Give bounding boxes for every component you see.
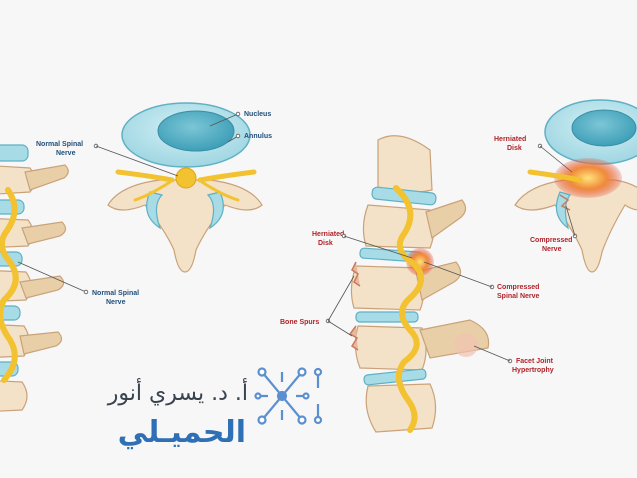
author-logo: أ. د. يسري أنور الحميـلي [107, 367, 323, 450]
label-compressed-nerve: Compressed Nerve [530, 205, 578, 253]
label-normal-spinal-nerve-side: Normal Spinal Nerve [17, 261, 139, 306]
label-normal-spinal-nerve-top: Normal Spinal Nerve [36, 141, 179, 177]
label-facet-joint-hypertrophy: Facet Joint Hypertrophy [473, 345, 554, 374]
svg-text:Nerve: Nerve [56, 150, 76, 157]
svg-text:Normal Spinal: Normal Spinal [36, 141, 83, 148]
svg-text:Facet Joint: Facet Joint [516, 358, 554, 365]
svg-text:Spinal Nerve: Spinal Nerve [497, 293, 540, 300]
label-compressed-spinal-nerve: Compressed Spinal Nerve [423, 261, 540, 300]
svg-text:Nucleus: Nucleus [244, 111, 271, 118]
normal-vertebra-top-view [107, 102, 263, 273]
svg-text:Disk: Disk [507, 145, 522, 152]
svg-text:Annulus: Annulus [244, 133, 272, 140]
svg-text:Nerve: Nerve [106, 299, 126, 306]
network-logo-icon [254, 367, 323, 425]
degenerated-spine-side-view [348, 135, 490, 433]
svg-text:Disk: Disk [318, 240, 333, 247]
label-nucleus: Nucleus [209, 111, 271, 127]
svg-text:Compressed: Compressed [497, 284, 539, 291]
normal-spine-side-view [0, 144, 69, 412]
svg-text:Herniated: Herniated [312, 231, 344, 238]
logo-name-line-1: أ. د. يسري أنور [107, 378, 248, 406]
svg-text:Normal Spinal: Normal Spinal [92, 290, 139, 297]
label-bone-spurs: Bone Spurs [280, 275, 355, 337]
svg-text:Hypertrophy: Hypertrophy [512, 367, 554, 374]
svg-text:Herniated: Herniated [494, 136, 526, 143]
label-annulus: Annulus [227, 133, 272, 143]
label-herniated-disk-side: Herniated Disk [312, 231, 413, 259]
herniated-vertebra-top-view [514, 99, 637, 273]
svg-text:Nerve: Nerve [542, 246, 562, 253]
svg-text:Bone Spurs: Bone Spurs [280, 319, 319, 326]
label-herniated-disk-top: Herniated Disk [494, 136, 573, 173]
logo-name-line-2: الحميـلي [118, 415, 246, 450]
svg-text:Compressed: Compressed [530, 237, 572, 244]
